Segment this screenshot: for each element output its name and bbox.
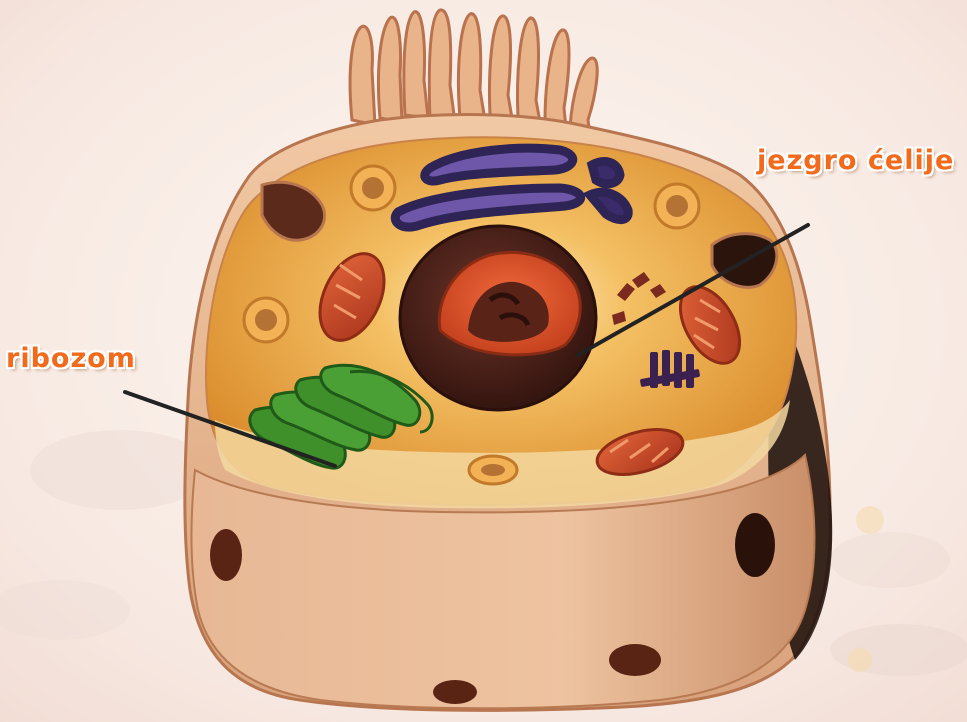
ribosome-label: ribozom: [6, 343, 136, 374]
nucleus-label: jezgro ćelije: [757, 145, 954, 176]
nucleus: [400, 226, 596, 410]
